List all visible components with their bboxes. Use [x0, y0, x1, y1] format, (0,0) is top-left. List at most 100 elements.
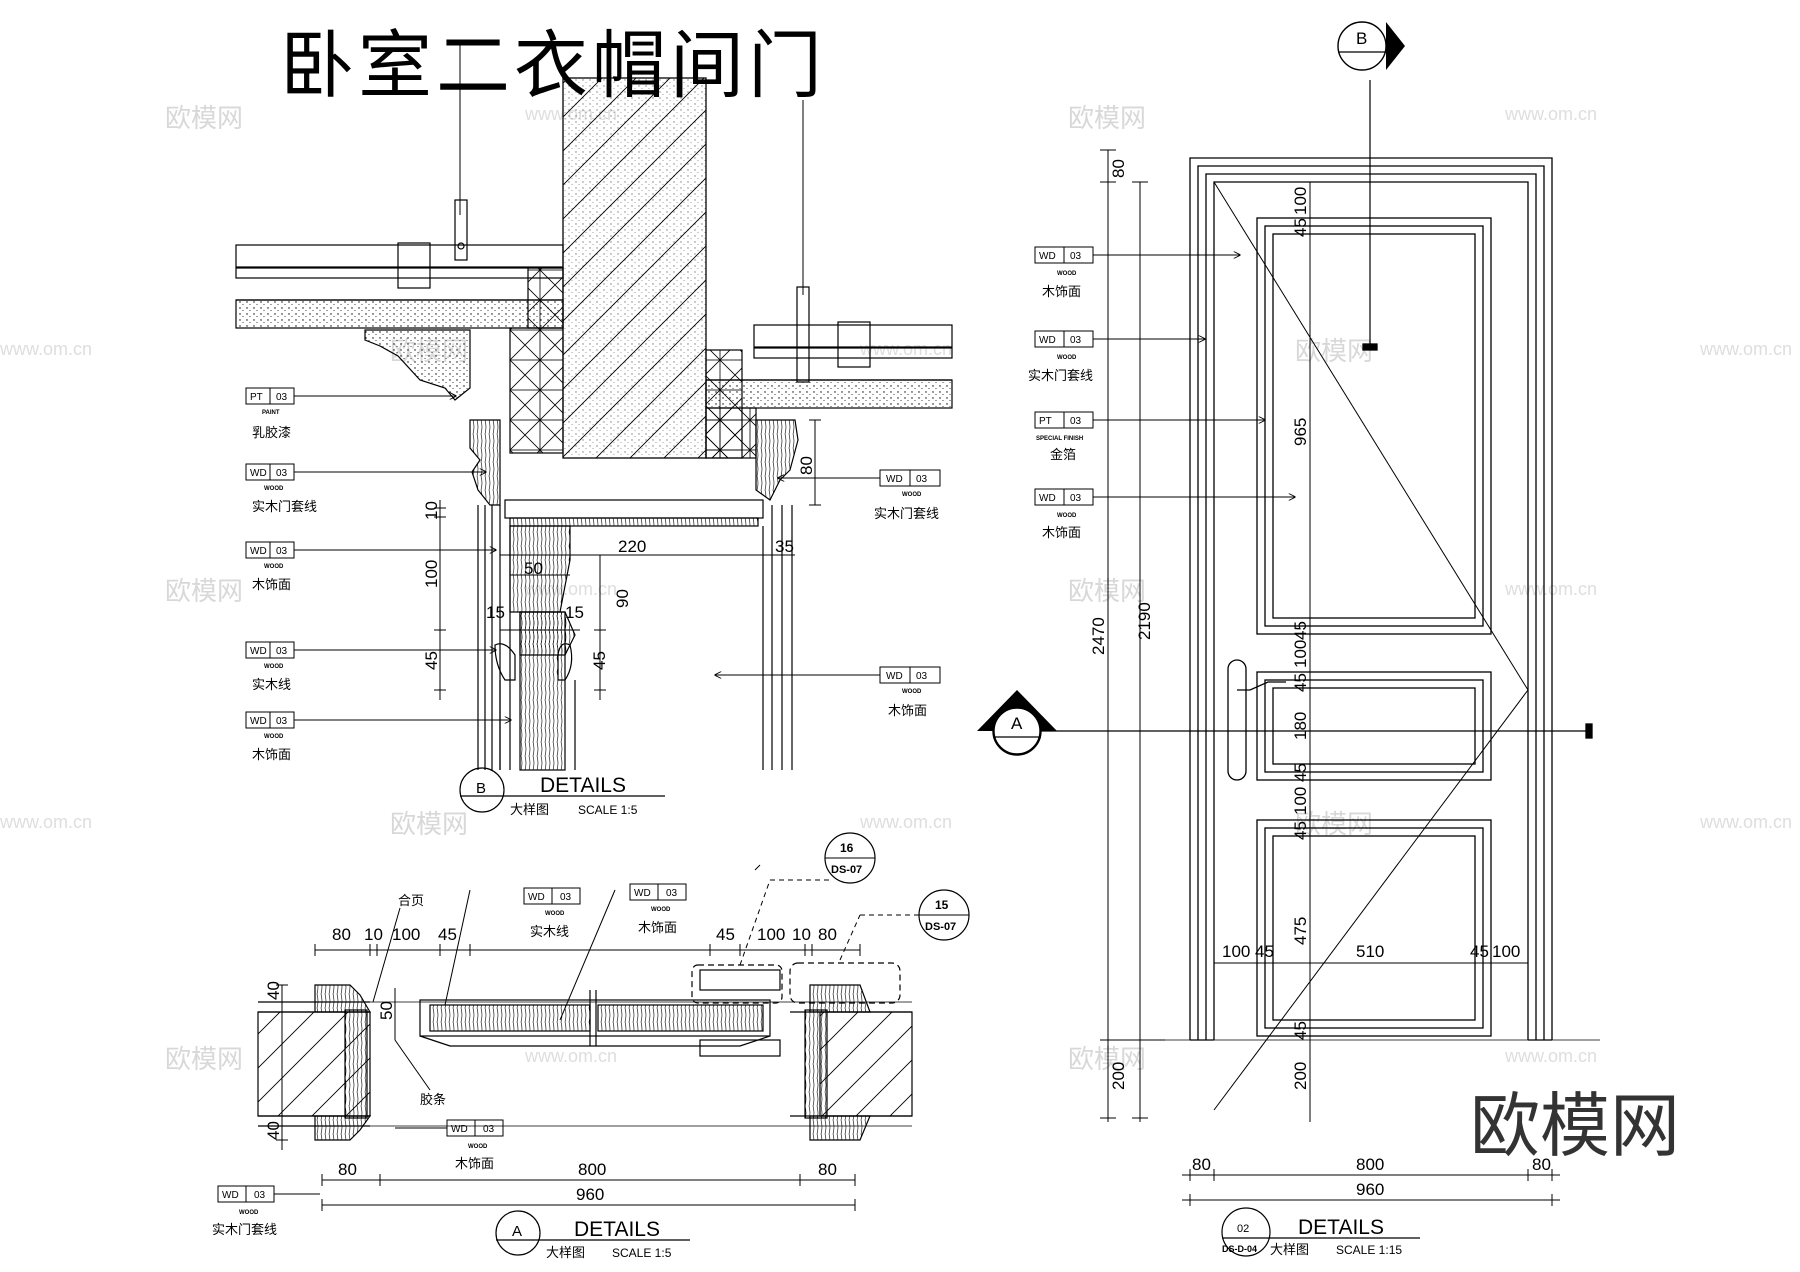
- tag-code: WD: [222, 1190, 239, 1201]
- dim-label: 510: [1356, 942, 1384, 961]
- dim-label: 100: [1291, 640, 1310, 668]
- tag-cn: 实木线: [530, 924, 569, 939]
- tag-num: 03: [916, 474, 928, 485]
- tag-code: WD: [250, 716, 267, 727]
- tag-cn: 实木门套线: [212, 1222, 277, 1237]
- watermark-brand: 欧模网: [165, 104, 243, 134]
- tag-material: WOOD: [1057, 355, 1077, 361]
- material-tag: [245, 387, 456, 405]
- tag-num: 03: [276, 392, 288, 403]
- tag-num: 03: [254, 1190, 266, 1201]
- tag-material: SPECIAL FINISH: [1036, 436, 1083, 442]
- material-tag: [715, 666, 941, 684]
- elevation-scale: SCALE 1:15: [1336, 1243, 1402, 1257]
- tag-code: WD: [634, 888, 651, 899]
- section-marker-a: A: [977, 690, 1057, 756]
- dim-label: 45: [1291, 763, 1310, 782]
- detail-a: [257, 864, 925, 1211]
- tag-code: WD: [1039, 251, 1056, 262]
- tag-code: WD: [886, 671, 903, 682]
- tag-cn: 实木门套线: [1028, 368, 1093, 383]
- tag-cn: 木饰面: [252, 747, 291, 762]
- tag-num: 03: [276, 646, 288, 657]
- dim-label: 45: [438, 925, 457, 944]
- tag-cn: 木饰面: [1042, 525, 1081, 540]
- dim-label: 45: [1291, 673, 1310, 692]
- door-handle-lever: [1237, 681, 1286, 691]
- tag-material: WOOD: [902, 492, 922, 498]
- tag-cn: 木饰面: [455, 1156, 494, 1171]
- tag-code: WD: [451, 1124, 468, 1135]
- casing-right-bottom: [809, 1115, 871, 1141]
- dim-label: 45: [1291, 1021, 1310, 1040]
- door-stile: [519, 611, 566, 771]
- tag-cn: 木饰面: [1042, 284, 1081, 299]
- dim-label: 2190: [1135, 602, 1154, 640]
- tag-material: WOOD: [1057, 271, 1077, 277]
- door-panel-top: [1256, 217, 1492, 635]
- tag-num: 03: [1070, 335, 1082, 346]
- section-label: A: [1011, 714, 1023, 733]
- brand-logo: 欧模网: [1470, 1085, 1680, 1167]
- dim-label: 80: [818, 1160, 837, 1179]
- tag-material: WOOD: [651, 907, 671, 913]
- detail-b-tag-text: PT 03 PAINT 乳胶漆 WD 03 WOOD 实木门套线 WD 03 W…: [250, 392, 939, 762]
- watermark-url: www.om.cn: [0, 812, 92, 832]
- tag-material: WOOD: [239, 1210, 259, 1216]
- material-tag: [245, 463, 486, 481]
- casing-right-top: [809, 984, 871, 1013]
- dim-label: 10: [792, 925, 811, 944]
- dim-label: 35: [775, 537, 794, 556]
- detail-marker: B: [476, 780, 486, 797]
- watermark-url: www.om.cn: [859, 339, 952, 359]
- tag-material: WOOD: [264, 664, 284, 670]
- dim-label: 80: [332, 925, 351, 944]
- dim-label: 50: [524, 559, 543, 578]
- tag-material: WOOD: [468, 1144, 488, 1150]
- tag-code: WD: [886, 474, 903, 485]
- detail-scale: SCALE 1:5: [612, 1246, 672, 1260]
- ceiling-board-left: [235, 299, 564, 329]
- tag-num: 03: [1070, 416, 1082, 427]
- tag-cn: 乳胶漆: [252, 425, 291, 440]
- dim-label: 45: [1255, 942, 1274, 961]
- detail-b: [235, 40, 953, 771]
- casing-molding-left: [469, 419, 501, 506]
- detail-b-tags: [245, 387, 941, 729]
- watermark-url: www.om.cn: [1504, 1046, 1597, 1066]
- casing-left-bottom: [314, 1115, 372, 1141]
- note-hinge: 合页: [398, 893, 424, 908]
- dim-label: 45: [1291, 821, 1310, 840]
- tag-cn: 木饰面: [888, 703, 927, 718]
- detail-marker: A: [512, 1223, 522, 1240]
- dim-label: 15: [486, 603, 505, 622]
- door-leaf-section: [419, 999, 771, 1037]
- dim-label: 45: [1291, 621, 1310, 640]
- tag-cn: 实木门套线: [874, 506, 939, 521]
- dim-label: 40: [264, 981, 283, 1000]
- dim-label: 100: [1291, 187, 1310, 215]
- ceiling-joist-right: [753, 324, 953, 348]
- tag-code: PT: [1039, 416, 1052, 427]
- tag-num: 03: [276, 716, 288, 727]
- dim-label: 45: [422, 651, 441, 670]
- watermark-brand: 欧模网: [390, 810, 468, 840]
- door-leaf-outline: [1213, 181, 1529, 1040]
- cornice-left: [364, 329, 471, 401]
- ref-sheet: DS-07: [925, 921, 956, 933]
- detail-a-refs: 16 DS-07 15 DS-07: [824, 832, 970, 941]
- watermark-url: www.om.cn: [1699, 339, 1792, 359]
- tag-material: PAINT: [262, 410, 280, 416]
- detail-a-title: A DETAILS 大样图 SCALE 1:5: [495, 1210, 690, 1260]
- tag-code: WD: [250, 646, 267, 657]
- dim-label: 80: [338, 1160, 357, 1179]
- door-handle-plate: [1227, 659, 1247, 781]
- note-seal-strip: 胶条: [420, 1092, 446, 1107]
- dim-label: 800: [1356, 1155, 1384, 1174]
- elevation-tag-text: WD 03 WOOD 木饰面 WD 03 WOOD 实木门套线 PT 03 SP…: [1028, 251, 1093, 540]
- material-tag: [245, 541, 496, 559]
- door-panel-bottom: [1256, 819, 1492, 1037]
- dim-label: 100: [757, 925, 785, 944]
- tag-code: WD: [528, 892, 545, 903]
